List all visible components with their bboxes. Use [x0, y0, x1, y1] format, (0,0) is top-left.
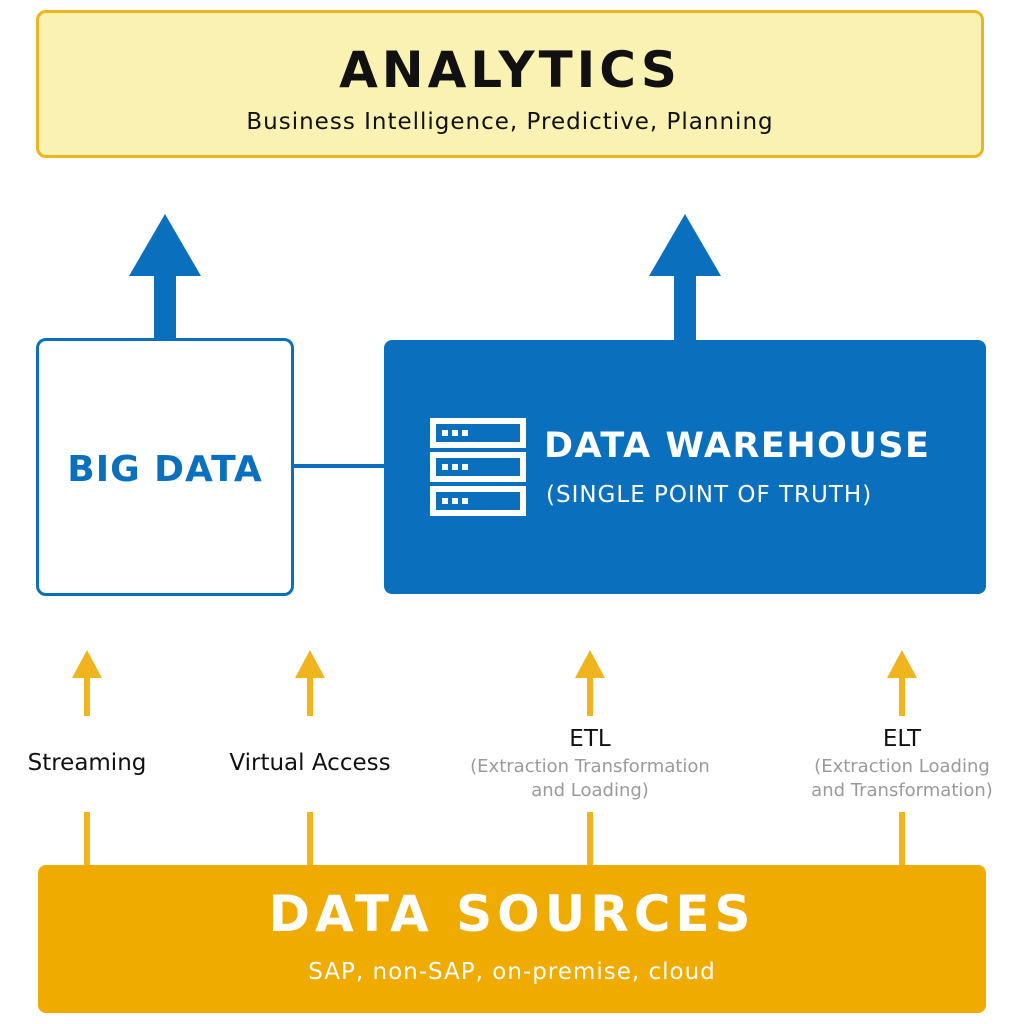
data-sources-box: DATA SOURCES SAP, non-SAP, on-premise, c… — [38, 865, 986, 1013]
elt-description-line1: (Extraction Loading — [814, 756, 990, 777]
streaming-arrow — [72, 650, 102, 865]
arrow-head — [575, 650, 605, 678]
arrow-shaft — [84, 676, 90, 716]
server-rack-icon — [430, 418, 526, 516]
arrow-shaft — [154, 274, 176, 338]
arrow-shaft — [899, 676, 905, 716]
arrow-shaft — [587, 812, 593, 865]
elt-arrow — [887, 650, 917, 865]
virtual-access-arrow — [295, 650, 325, 865]
warehouse-to-analytics-arrow — [649, 214, 721, 340]
arrow-shaft — [674, 274, 696, 340]
arrow-head — [295, 650, 325, 678]
arrow-shaft — [307, 676, 313, 716]
big-data-warehouse-connector — [294, 464, 386, 468]
etl-description-line1: (Extraction Transformation — [470, 756, 710, 777]
arrow-shaft — [587, 676, 593, 716]
data-sources-title: DATA SOURCES — [268, 885, 756, 943]
etl-description-line2: and Loading) — [531, 780, 649, 801]
virtual-access-label: Virtual Access — [229, 750, 391, 776]
analytics-subtitle: Business Intelligence, Predictive, Plann… — [246, 109, 774, 135]
arrow-shaft — [84, 812, 90, 865]
elt-label: ELT — [882, 726, 922, 752]
arrow-shaft — [899, 812, 905, 865]
analytics-box: ANALYTICS Business Intelligence, Predict… — [36, 10, 984, 158]
data-warehouse-subtitle: (SINGLE POINT OF TRUTH) — [546, 482, 873, 508]
elt-description-line2: and Transformation) — [811, 780, 993, 801]
data-warehouse-box: DATA WAREHOUSE (SINGLE POINT OF TRUTH) — [384, 340, 986, 594]
etl-label: ETL — [569, 726, 611, 752]
analytics-title: ANALYTICS — [339, 41, 681, 99]
big-data-to-analytics-arrow — [129, 214, 201, 338]
big-data-label: BIG DATA — [67, 449, 263, 490]
big-data-box: BIG DATA — [36, 338, 294, 596]
etl-arrow — [575, 650, 605, 865]
arrow-shaft — [307, 812, 313, 865]
arrow-head — [72, 650, 102, 678]
data-sources-subtitle: SAP, non-SAP, on-premise, cloud — [308, 959, 716, 985]
arrow-head — [649, 214, 721, 276]
arrow-head — [129, 214, 201, 276]
arrow-head — [887, 650, 917, 678]
data-warehouse-title: DATA WAREHOUSE — [544, 426, 931, 466]
streaming-label: Streaming — [27, 750, 147, 776]
